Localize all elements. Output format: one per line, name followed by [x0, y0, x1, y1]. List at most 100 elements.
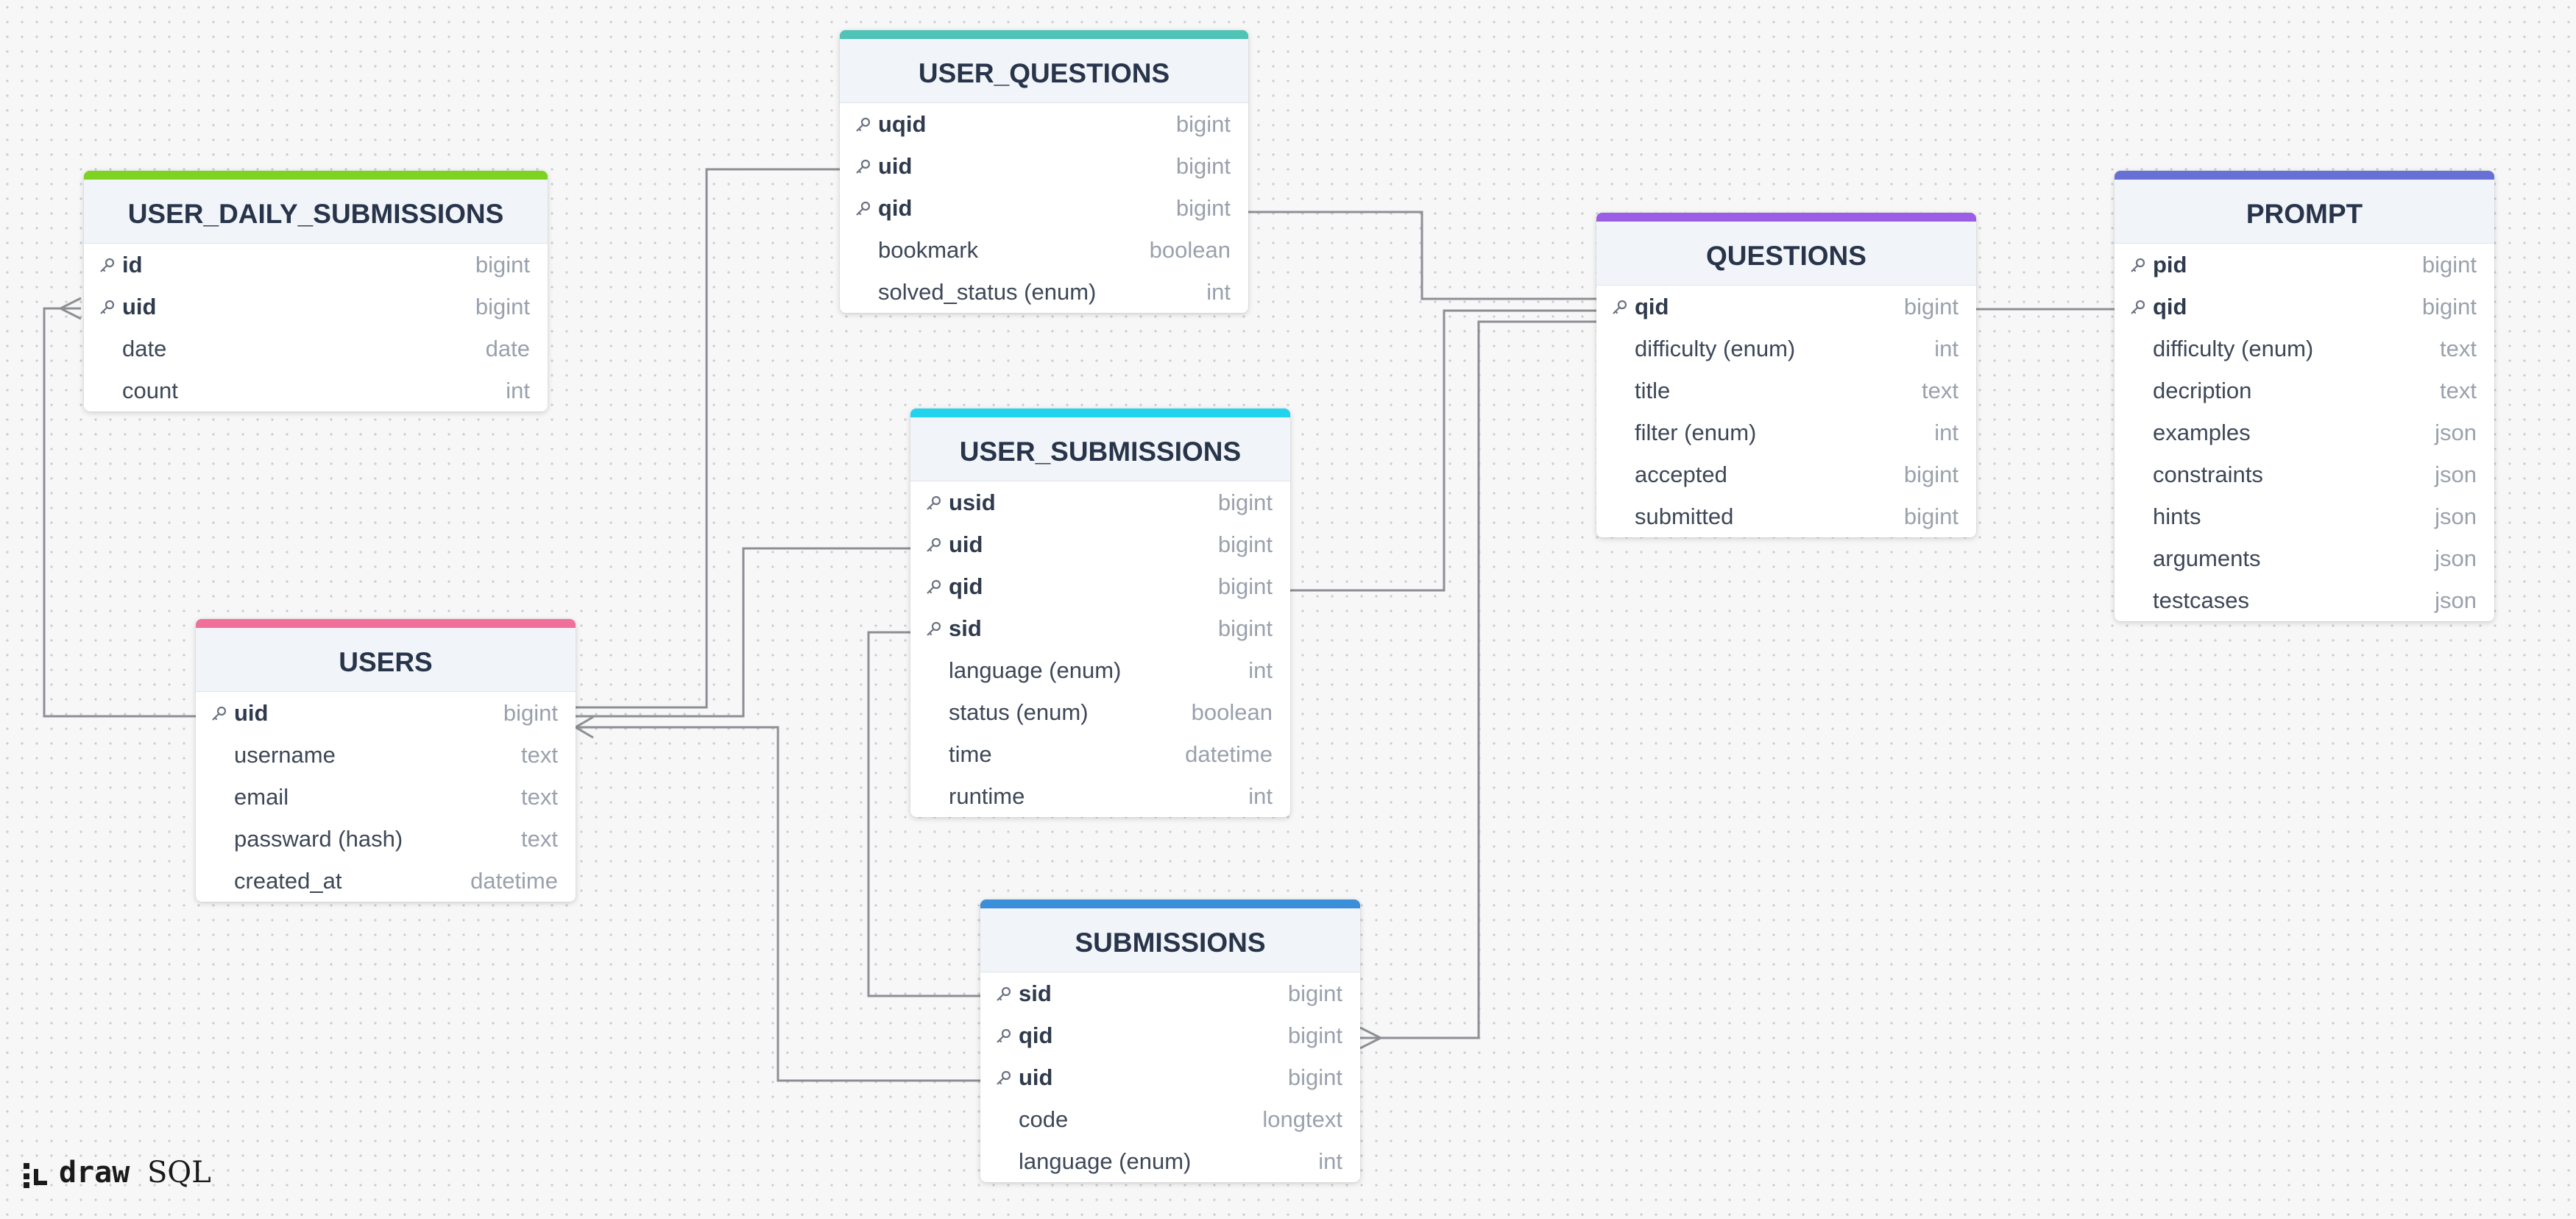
- column-type: int: [506, 378, 530, 403]
- column-type: bigint: [1287, 1022, 1342, 1048]
- relationship-line[interactable]: [576, 168, 840, 709]
- column-type: bigint: [1175, 111, 1231, 137]
- column-name: uid: [122, 294, 157, 319]
- column-type: bigint: [475, 294, 530, 319]
- column-name: id: [122, 252, 143, 278]
- drawsql-logo-icon: [24, 1163, 47, 1188]
- column-row[interactable]: uqid bigint: [840, 103, 1248, 145]
- column-row[interactable]: count int: [84, 370, 548, 411]
- column-name: filter (enum): [1635, 420, 1757, 445]
- key-icon: [1611, 286, 1630, 328]
- table-title[interactable]: USER_QUESTIONS: [840, 39, 1248, 103]
- column-name: runtime: [949, 783, 1025, 809]
- column-row[interactable]: submitted bigint: [1596, 495, 1976, 537]
- column-row[interactable]: status (enum)boolean: [910, 691, 1290, 733]
- relationship-line[interactable]: [1290, 309, 1596, 592]
- relationship-line[interactable]: [1360, 320, 1596, 1039]
- column-name: qid: [2153, 294, 2187, 319]
- table-title[interactable]: SUBMISSIONS: [980, 908, 1360, 972]
- table-title[interactable]: PROMPT: [2115, 180, 2494, 244]
- column-name: language (enum): [1019, 1148, 1192, 1174]
- relationship-line[interactable]: [576, 547, 910, 718]
- column-name: decription: [2153, 378, 2252, 403]
- column-type: datetime: [470, 868, 558, 894]
- column-name: submitted: [1635, 504, 1734, 529]
- crows-foot-marker: [57, 297, 82, 320]
- table-title[interactable]: USER_DAILY_SUBMISSIONS: [84, 180, 548, 244]
- column-row[interactable]: passward (hash)text: [196, 818, 576, 860]
- relationship-line[interactable]: [1248, 211, 1596, 300]
- column-name: qid: [1019, 1022, 1053, 1048]
- column-type: bigint: [1217, 573, 1273, 599]
- table-title[interactable]: USER_SUBMISSIONS: [910, 417, 1290, 481]
- column-type: json: [2435, 587, 2477, 613]
- column-row[interactable]: qid bigint: [980, 1014, 1360, 1056]
- column-name: uqid: [878, 111, 927, 137]
- column-type: bigint: [2421, 294, 2477, 319]
- column-row[interactable]: difficulty (enum)int: [1596, 328, 1976, 370]
- column-row[interactable]: language (enum) int: [910, 649, 1290, 691]
- table-title[interactable]: QUESTIONS: [1596, 222, 1976, 286]
- column-row[interactable]: solved_status (enum)int: [840, 271, 1248, 313]
- relationship-line[interactable]: [576, 726, 980, 1082]
- brand-text-light: SQL: [147, 1156, 211, 1190]
- column-row[interactable]: difficulty (enum)text: [2115, 328, 2494, 370]
- column-row[interactable]: testcases json: [2115, 579, 2494, 621]
- column-name: language (enum): [949, 657, 1122, 683]
- column-type: bigint: [1217, 531, 1273, 557]
- table-title[interactable]: USERS: [196, 628, 576, 692]
- column-row[interactable]: filter (enum)int: [1596, 411, 1976, 453]
- relationship-line[interactable]: [867, 631, 980, 997]
- column-row[interactable]: uid bigint: [84, 286, 548, 328]
- column-name: testcases: [2153, 587, 2249, 613]
- column-row[interactable]: qid bigint: [2115, 286, 2494, 328]
- column-name: count: [122, 378, 178, 403]
- column-type: int: [1248, 657, 1273, 683]
- column-name: qid: [878, 195, 913, 221]
- column-row[interactable]: language (enum)int: [980, 1140, 1360, 1182]
- column-type: bigint: [1217, 490, 1273, 515]
- column-name: date: [122, 336, 167, 361]
- key-icon: [210, 692, 230, 734]
- column-name: status (enum): [949, 699, 1089, 725]
- column-type: bigint: [1903, 504, 1958, 529]
- key-icon: [854, 187, 874, 229]
- column-name: email: [234, 784, 289, 810]
